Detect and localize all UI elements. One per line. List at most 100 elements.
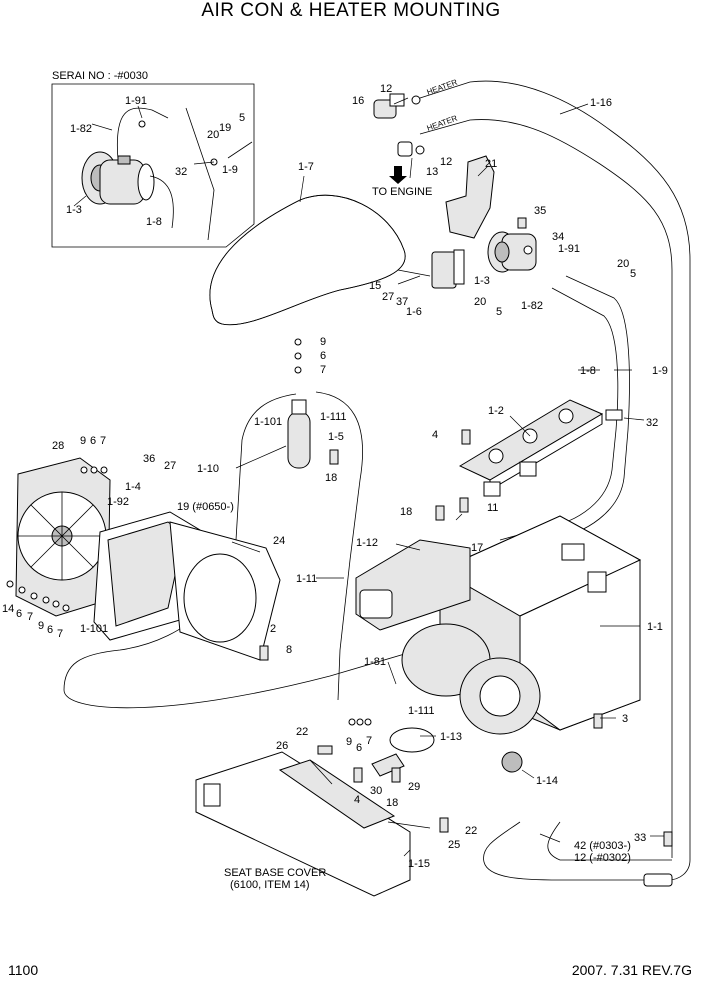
callout: 22 [465,825,477,837]
callout: 7 [100,435,106,447]
callout: 9 [38,620,44,632]
callout: 1-2 [488,405,504,417]
callout: 1-111 [320,411,347,423]
callout: 25 [448,839,460,851]
callout: 13 [426,166,438,178]
callout: 12 (-#0302) [574,852,631,864]
callouts: 1-91 1-82 20 19 5 1-9 32 1-3 1-8 12 16 1… [2,83,668,870]
callout: 16 [352,95,364,107]
control-panel [458,399,604,497]
callout: 20 [474,296,486,308]
callout: 18 [386,797,398,809]
seat-base-cover [195,751,411,897]
callout: 6 [16,608,22,620]
hose-text-a: HEATER [426,77,459,96]
callout: 27 [382,291,394,303]
callout: 1-81 [364,656,386,668]
inset-compressor [81,151,155,205]
callout: 26 [276,740,288,752]
callout: 1-6 [406,306,422,318]
callout: 7 [366,735,372,747]
callout: 20 [207,129,219,141]
callout: 1-101 [254,416,282,428]
callout: 20 [617,258,629,270]
callout: 4 [432,429,438,441]
callout: 6 [320,350,326,362]
compressor-main [487,231,537,273]
callout: 7 [27,611,33,623]
engine-note: TO ENGINE [372,186,432,198]
callout: 1-3 [474,275,490,287]
callout: 28 [52,440,64,452]
callout: 8 [286,644,292,656]
lower-heater-hose [483,821,668,881]
page-number: 1100 [8,962,39,978]
serial-inset: SERAI NO : -#0030 [51,70,255,248]
callout: 29 [408,781,420,793]
callout: 9 [80,435,86,447]
hardware [6,217,603,833]
callout: 7 [320,364,326,376]
callout: 1-10 [197,463,219,475]
callout: 32 [646,417,658,429]
callout: 5 [239,112,245,124]
callout: 1-9 [652,365,668,377]
callout: 42 (#0303-) [574,840,631,852]
condenser [93,511,281,661]
water-valve [373,93,425,157]
revision-date: 2007. 7.31 REV.7G [571,962,692,978]
callout: 1-8 [580,365,596,377]
callout: 1-91 [125,95,147,107]
callout: 1-14 [536,775,558,787]
line-clamp [605,409,623,421]
callout: 7 [57,628,63,640]
callout: 1-15 [408,858,430,870]
callout: 1-111 [408,705,435,717]
callout: 30 [370,785,382,797]
callout: 15 [369,280,381,292]
callout: 22 [296,726,308,738]
callout: 6 [47,624,53,636]
callout: 1-9 [222,164,238,176]
seat-note-1: SEAT BASE COVER [224,867,326,879]
callout: 1-7 [298,161,314,173]
callout: 1-4 [125,481,141,493]
callout: 1-3 [66,204,82,216]
callout: 1-12 [356,537,378,549]
heater-hose-outer [419,80,691,881]
leader-lines [73,97,664,857]
drive-belt [209,194,406,326]
callout: 2 [270,623,276,635]
serial-note: SERAI NO : -#0030 [52,70,148,82]
callout: 32 [175,166,187,178]
callout: 1-82 [521,300,543,312]
tensioner-bracket [397,249,465,289]
callout: 1-16 [590,97,612,109]
receiver-drier [287,338,311,469]
callout: 1-91 [558,243,580,255]
callout: 1-5 [328,431,344,443]
callout: 19 [219,122,231,134]
callout: 6 [356,742,362,754]
page-title: AIR CON & HEATER MOUNTING [201,0,501,21]
callout: 33 [634,832,646,844]
condenser-fan [15,457,111,617]
callout: 24 [273,535,285,547]
compressor-bracket [445,155,495,239]
blower-housing [401,623,541,735]
callout: 1-92 [107,496,129,508]
callout: 1-13 [440,731,462,743]
callout: 4 [354,794,360,806]
seat-note-2: (6100, ITEM 14) [230,879,309,891]
callout: 17 [471,542,483,554]
callout: 1-11 [296,573,317,585]
grommet [501,751,523,773]
callout: 1-101 [80,623,108,635]
duct-seal [389,727,435,753]
hose-text-b: HEATER [426,113,459,132]
callout: 34 [552,231,564,243]
callout: 9 [346,736,352,748]
callout: 1-8 [146,216,162,228]
duct-bracket [371,753,405,777]
